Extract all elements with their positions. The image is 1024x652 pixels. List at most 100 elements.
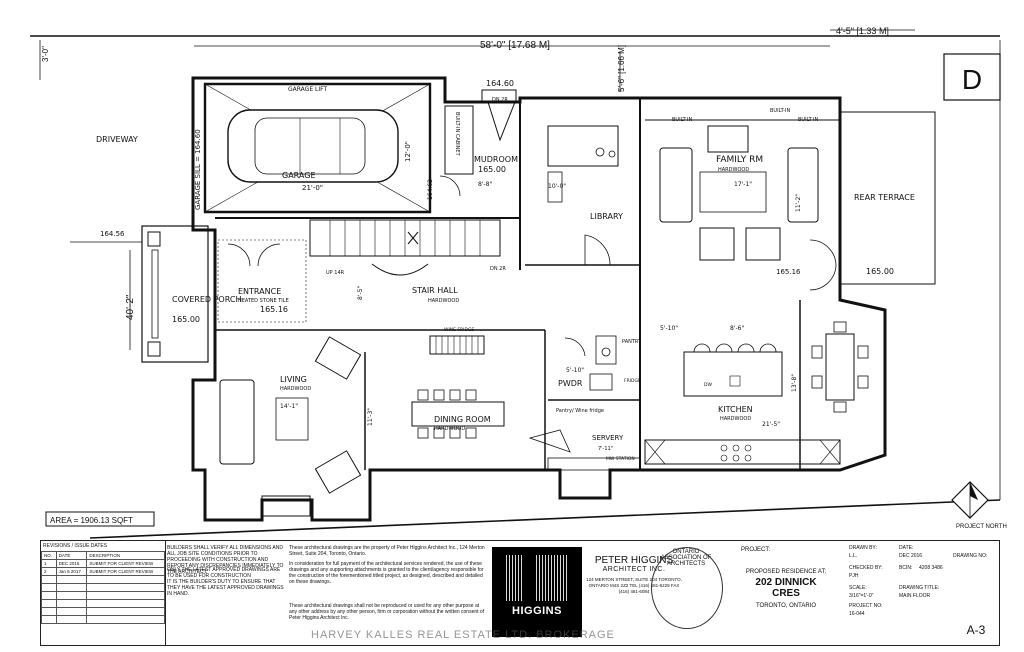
servery-dim: 7'-11" [598, 446, 613, 452]
rev-desc: SUBMIT FOR CLIENT REVIEW [86, 567, 165, 576]
drawing-title: MAIN FLOOR [899, 593, 931, 599]
higgins-logo: HIGGINS [492, 547, 582, 637]
powder-dim: 5'-10" [566, 367, 584, 374]
rear-terrace-elev: 165.00 [866, 267, 894, 276]
dining-table [411, 401, 505, 427]
dining-dim: 11'-3" [367, 408, 374, 426]
copyright-1: These architectural drawings are the pro… [289, 545, 485, 557]
title-block: REVISIONS / ISSUE DATES NO. DATE DESCRIP… [40, 540, 1000, 646]
drawing-info: DRAWN BY: L.L. DATE: DEC 2016 CHECKED BY… [849, 545, 999, 643]
family-elev: 165.16 [776, 268, 801, 276]
covered-porch [141, 225, 209, 363]
lib-dim: 10'-0" [548, 183, 566, 190]
pantry-wine-label: Pantry/ Wine fridge [556, 408, 604, 414]
builder-note-3: IT IS THE BUILDER'S DUTY TO ENSURE THAT … [167, 579, 284, 597]
stair-hall-label: STAIR HALL [412, 286, 458, 295]
architect-seal-icon [651, 547, 723, 629]
mw-station: MW STATION [606, 456, 635, 462]
revisions-title: REVISIONS / ISSUE DATES [43, 543, 108, 549]
rev-header-no: NO. [41, 551, 57, 560]
family-table [699, 171, 767, 213]
dimension-lines [30, 29, 1000, 350]
mid-vertical-dim: 5'-6" [1.66 M] [617, 45, 626, 92]
built-in-cabinet [444, 105, 474, 175]
kitchen-dim4: 13'-8" [791, 374, 798, 392]
mudroom-elev: 165.00 [478, 165, 506, 174]
dining-room-label: DINING ROOM [434, 415, 491, 424]
checked-label: CHECKED BY: [849, 565, 883, 571]
area-label: AREA = 1906.13 SQFT [50, 516, 133, 525]
overall-width-dim: 58'-0" [17.68 M] [480, 40, 550, 51]
kitchen-label: KITCHEN [718, 405, 753, 414]
kitchen-floor: HARDWOOD [720, 416, 751, 422]
kitchen-island [683, 351, 783, 397]
scale: 3/16"=1'-0" [849, 593, 874, 599]
mud-elev: 164.62 [427, 179, 434, 200]
entrance-elev: 165.16 [260, 305, 288, 314]
living-floor: HARDWOOD [280, 386, 311, 392]
garage-sill-label: GARAGE SILL = 164.60 [194, 129, 202, 210]
kitchen-counter [644, 439, 841, 465]
logo-text: HIGGINS [512, 605, 562, 617]
wine-fridge [429, 335, 485, 355]
living-label: LIVING [280, 375, 307, 384]
rev-date: DEC 2016 [55, 559, 88, 568]
scale-label: SCALE: [849, 585, 867, 591]
builder-note-1: BUILDERS SHALL VERIFY ALL DIMENSIONS AND… [167, 545, 284, 575]
left-vertical-dim: 3'-0" [41, 46, 50, 62]
area-box [45, 511, 155, 527]
entrance-label: ENTRANCE [238, 287, 281, 296]
copyright-2: In consideration for full payment of the… [289, 561, 484, 585]
drawing-title-label: DRAWING TITLE: [899, 585, 940, 591]
firm-sub: ARCHITECT INC. [602, 566, 666, 573]
garage-depth-dim: 12'-0" [404, 141, 412, 162]
drawing-no-label: DRAWING NO: [953, 553, 988, 559]
drawn-by: L.L. [849, 553, 858, 559]
elev-driveway: 164.56 [100, 230, 125, 238]
sheet-letter-box [943, 53, 1001, 101]
dn-2r-stair: DN 2R [490, 266, 506, 272]
project-label: PROJECT: [741, 547, 771, 553]
table-row: 2 Jan 6 2017 SUBMIT FOR CLIENT REVIEW [41, 567, 165, 576]
family-sofa-left [659, 147, 693, 223]
built-in-1: BUILT-IN [672, 117, 693, 123]
breakfast-table [825, 333, 855, 401]
floor-plan: 58'-0" [17.68 M] 4'-5" [1.33 M] 3'-0" 5'… [30, 26, 1007, 539]
garage-label: GARAGE [282, 171, 316, 180]
pwdr-label: PWDR [558, 379, 583, 388]
date: DEC 2016 [899, 553, 923, 559]
rev-desc: SUBMIT FOR CLIENT REVIEW [86, 559, 165, 568]
kitchen-dim1: 5'-10" [660, 325, 678, 332]
watermark: HARVEY KALLES REAL ESTATE LTD. BROKERAGE [311, 629, 615, 641]
family-sofa-right [787, 147, 819, 223]
living-table [275, 397, 309, 441]
garage-lift-label: GARAGE LIFT [288, 86, 327, 93]
rev-header-desc: DESCRIPTION [86, 551, 165, 560]
entrance-area [217, 239, 307, 323]
checked-by: PJH [849, 573, 859, 579]
table-row: 1 DEC 2016 SUBMIT FOR CLIENT REVIEW [41, 559, 165, 568]
driveway-label: DRIVEWAY [96, 135, 138, 144]
dining-floor: HARDWOOD [434, 426, 465, 432]
mud-dim: 8'-8" [478, 181, 492, 188]
drawn-by-label: DRAWN BY: [849, 545, 877, 551]
project-north-label: PROJECT NORTH [956, 524, 1007, 530]
rev-no: 1 [41, 559, 57, 568]
exterior-walls [191, 76, 887, 522]
project-name: PROPOSED RESIDENCE AT: [745, 569, 827, 575]
north-arrow-icon [951, 481, 989, 519]
servery-label: SERVERY [592, 434, 624, 442]
stair-floor: HARDWOOD [428, 298, 459, 304]
builder-note-2: ONLY THE LATEST APPROVED DRAWINGS ARE TO… [167, 567, 281, 579]
garage-width-dim: 21'-0" [302, 184, 323, 192]
firm-info: PETER HIGGINS ARCHITECT INC. 124 MERTON … [586, 555, 682, 595]
sheet-letter: D [962, 64, 982, 95]
bcin: 4208 3486 [919, 565, 943, 571]
pantry-label: PANTRY [622, 339, 642, 345]
library-label: LIBRARY [590, 212, 623, 221]
family-rm-label: FAMILY RM [716, 155, 763, 165]
elev-entry: 164.60 [486, 79, 514, 88]
stair-dim: 8'-5" [357, 286, 364, 300]
fam-width: 17'-1" [734, 181, 752, 188]
project-no: 16-044 [849, 611, 865, 617]
